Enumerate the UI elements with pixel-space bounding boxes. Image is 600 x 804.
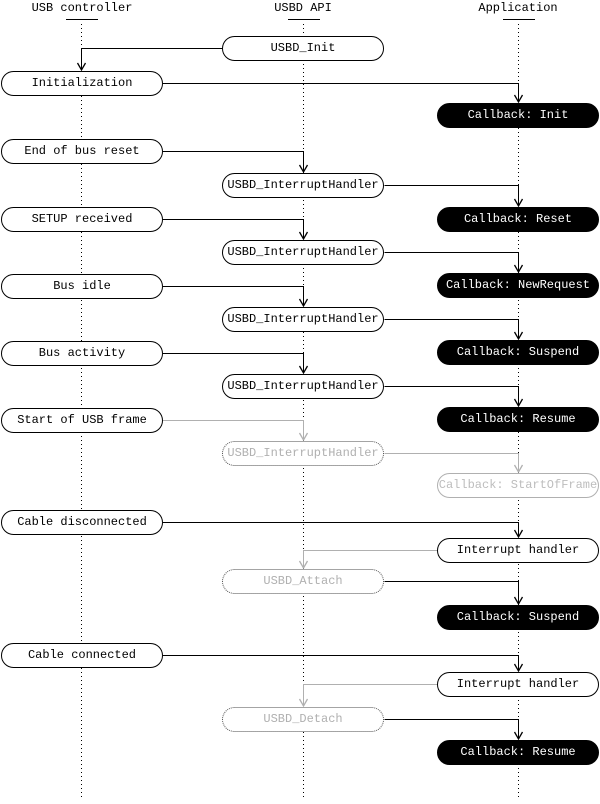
header-underline-usbd-api [288, 19, 320, 20]
connector-initialization-to-callback-init [163, 83, 524, 104]
connector-usbd-detach-to-callback-resume [384, 719, 524, 741]
node-bus-activity: Bus activity [1, 341, 163, 366]
connector-usbd-init-to-initialization [76, 48, 223, 72]
node-initialization: Initialization [1, 71, 163, 96]
connector-bus-activity-to-interrupt-handler [163, 353, 309, 375]
header-underline-usb-controller [66, 19, 98, 20]
node-usbd-interrupt-handler-inactive: USBD_InterruptHandler [222, 441, 384, 466]
node-usbd-interrupt-handler-1: USBD_InterruptHandler [222, 173, 384, 198]
node-usbd-attach: USBD_Attach [222, 569, 384, 594]
connector-cable-connected-to-interrupt-handler [163, 655, 524, 673]
node-interrupt-handler-1: Interrupt handler [437, 538, 599, 563]
node-start-of-usb-frame: Start of USB frame [1, 408, 163, 433]
node-callback-reset: Callback: Reset [437, 207, 599, 232]
node-cable-connected: Cable connected [1, 643, 163, 668]
node-callback-resume-2: Callback: Resume [437, 740, 599, 765]
connector-interrupt-handler-to-usbd-attach [298, 550, 437, 570]
column-header-usbd-api: USBD API [274, 1, 332, 15]
node-interrupt-handler-2: Interrupt handler [437, 672, 599, 697]
node-callback-init: Callback: Init [437, 103, 599, 128]
header-underline-application [503, 19, 535, 20]
connector-interrupt-handler-to-callback-resume [384, 386, 524, 408]
node-usbd-init: USBD_Init [222, 36, 384, 61]
column-header-usb-controller: USB controller [31, 1, 133, 15]
node-usbd-detach: USBD_Detach [222, 707, 384, 732]
node-callback-startofframe: Callback: StartOfFrame [437, 473, 599, 498]
node-callback-suspend: Callback: Suspend [437, 340, 599, 365]
connector-end-of-bus-reset-to-interrupt-handler [163, 151, 309, 174]
connector-bus-idle-to-interrupt-handler [163, 286, 309, 308]
node-callback-resume: Callback: Resume [437, 407, 599, 432]
connector-usbd-attach-to-callback-suspend [384, 581, 524, 606]
connector-interrupt-handler-to-callback-suspend [384, 319, 524, 341]
node-callback-newrequest: Callback: NewRequest [437, 273, 599, 298]
column-header-application: Application [478, 1, 558, 15]
node-callback-suspend-2: Callback: Suspend [437, 605, 599, 630]
connector-interrupt-handler-to-callback-startofframe [384, 453, 524, 474]
node-usbd-interrupt-handler-2: USBD_InterruptHandler [222, 240, 384, 265]
connector-start-of-usb-frame-to-interrupt-handler [163, 420, 309, 442]
node-usbd-interrupt-handler-4: USBD_InterruptHandler [222, 374, 384, 399]
connector-interrupt-handler-to-usbd-detach [298, 684, 437, 708]
node-cable-disconnected: Cable disconnected [1, 510, 163, 535]
node-usbd-interrupt-handler-3: USBD_InterruptHandler [222, 307, 384, 332]
connector-cable-disconnected-to-interrupt-handler [163, 522, 524, 539]
node-bus-idle: Bus idle [1, 274, 163, 299]
node-end-of-bus-reset: End of bus reset [1, 139, 163, 164]
node-setup-received: SETUP received [1, 207, 163, 232]
connector-interrupt-handler-to-callback-reset [384, 185, 524, 208]
connector-interrupt-handler-to-callback-newrequest [384, 252, 524, 274]
connector-setup-received-to-interrupt-handler [163, 219, 309, 241]
